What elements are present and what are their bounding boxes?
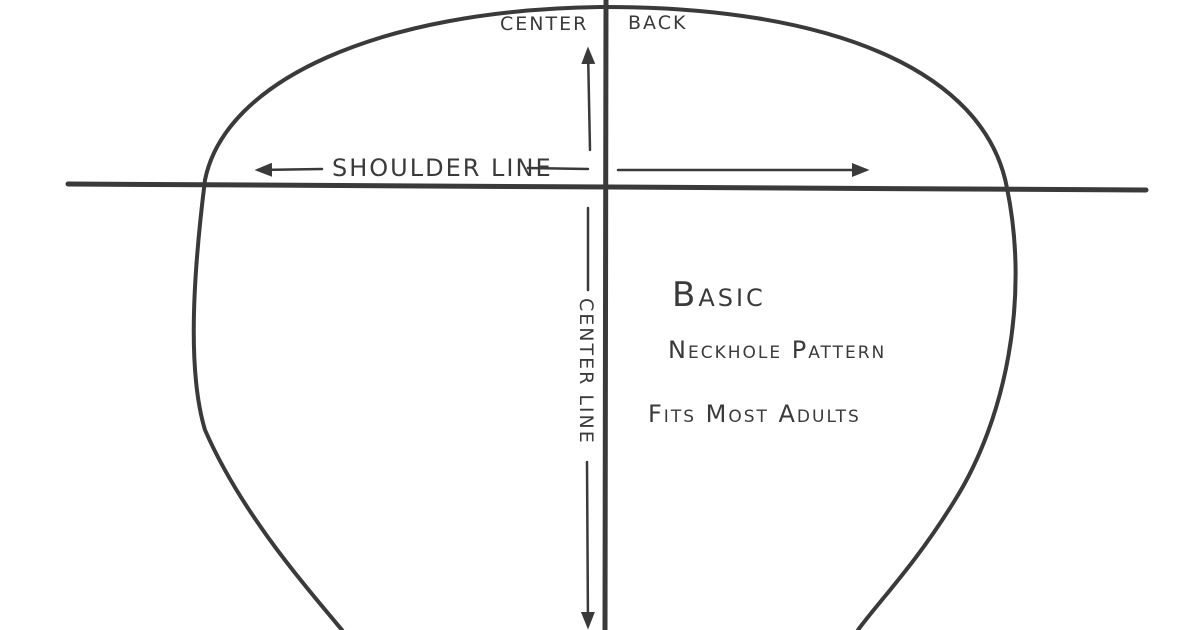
label-title-neckhole-pattern: Neckhole Pattern xyxy=(668,336,886,364)
arrow-shoulder-left-tail xyxy=(526,166,590,171)
label-center-back-left: CENTER xyxy=(500,13,588,35)
label-title-fits-most-adults: Fits Most Adults xyxy=(648,400,861,428)
label-title-basic: Basic xyxy=(672,275,766,315)
label-shoulder-line: SHOULDER LINE xyxy=(332,154,553,182)
center-line xyxy=(602,0,609,630)
arrow-shoulder-left xyxy=(254,162,324,177)
label-center-back-right: BACK xyxy=(628,12,687,34)
label-center-line: CENTER LINE xyxy=(575,298,597,445)
arrow-center-line-down xyxy=(580,460,595,630)
neckhole-outline xyxy=(191,4,1018,630)
arrow-center-back-up xyxy=(581,46,596,152)
